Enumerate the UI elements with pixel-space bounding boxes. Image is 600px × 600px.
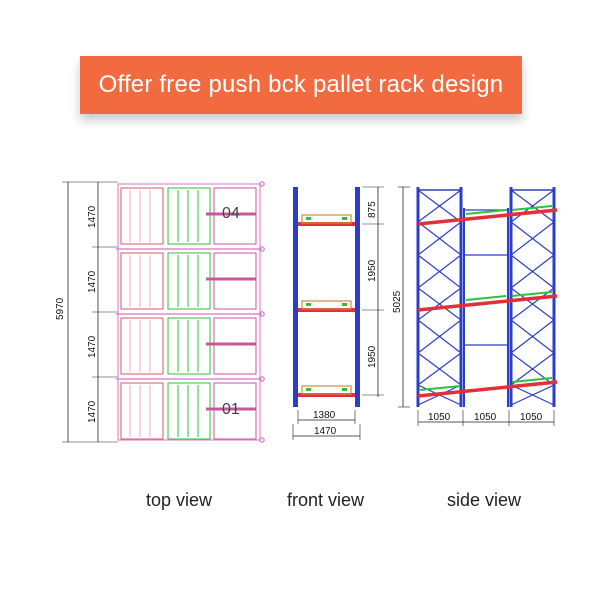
front-total-height: 5025 bbox=[392, 290, 403, 313]
front-level-height-2: 1950 bbox=[367, 259, 378, 282]
front-level-height-3: 1950 bbox=[367, 345, 378, 368]
side-view: 1050 1050 1050 bbox=[416, 187, 558, 426]
side-width-2: 1050 bbox=[474, 412, 497, 423]
top-view: 5970 1470 1470 1470 1470 bbox=[55, 181, 265, 443]
lane-number-01: 01 bbox=[222, 401, 240, 418]
front-view-label: front view bbox=[287, 490, 365, 510]
title-banner: Offer free push bck pallet rack design bbox=[80, 56, 522, 114]
side-width-1: 1050 bbox=[428, 412, 451, 423]
front-outer-width: 1470 bbox=[314, 426, 337, 437]
side-width-3: 1050 bbox=[520, 412, 543, 423]
front-inner-width: 1380 bbox=[313, 410, 336, 421]
front-level-height-1: 875 bbox=[367, 201, 378, 218]
top-view-label: top view bbox=[146, 490, 213, 510]
front-upright-left bbox=[293, 187, 298, 407]
front-upright-right bbox=[355, 187, 360, 407]
banner-title: Offer free push bck pallet rack design bbox=[98, 71, 504, 98]
front-view: 875 1950 1950 5025 1380 1470 bbox=[292, 186, 410, 440]
top-total-length: 5970 bbox=[55, 297, 66, 320]
lane-number-04: 04 bbox=[222, 205, 240, 222]
top-bay-length-4: 1470 bbox=[87, 400, 98, 423]
side-view-label: side view bbox=[447, 490, 522, 510]
top-bay-length-3: 1470 bbox=[87, 335, 98, 358]
top-view-bays: 04 01 bbox=[116, 181, 265, 443]
top-bay-length-2: 1470 bbox=[87, 270, 98, 293]
top-bay-length-1: 1470 bbox=[87, 205, 98, 228]
